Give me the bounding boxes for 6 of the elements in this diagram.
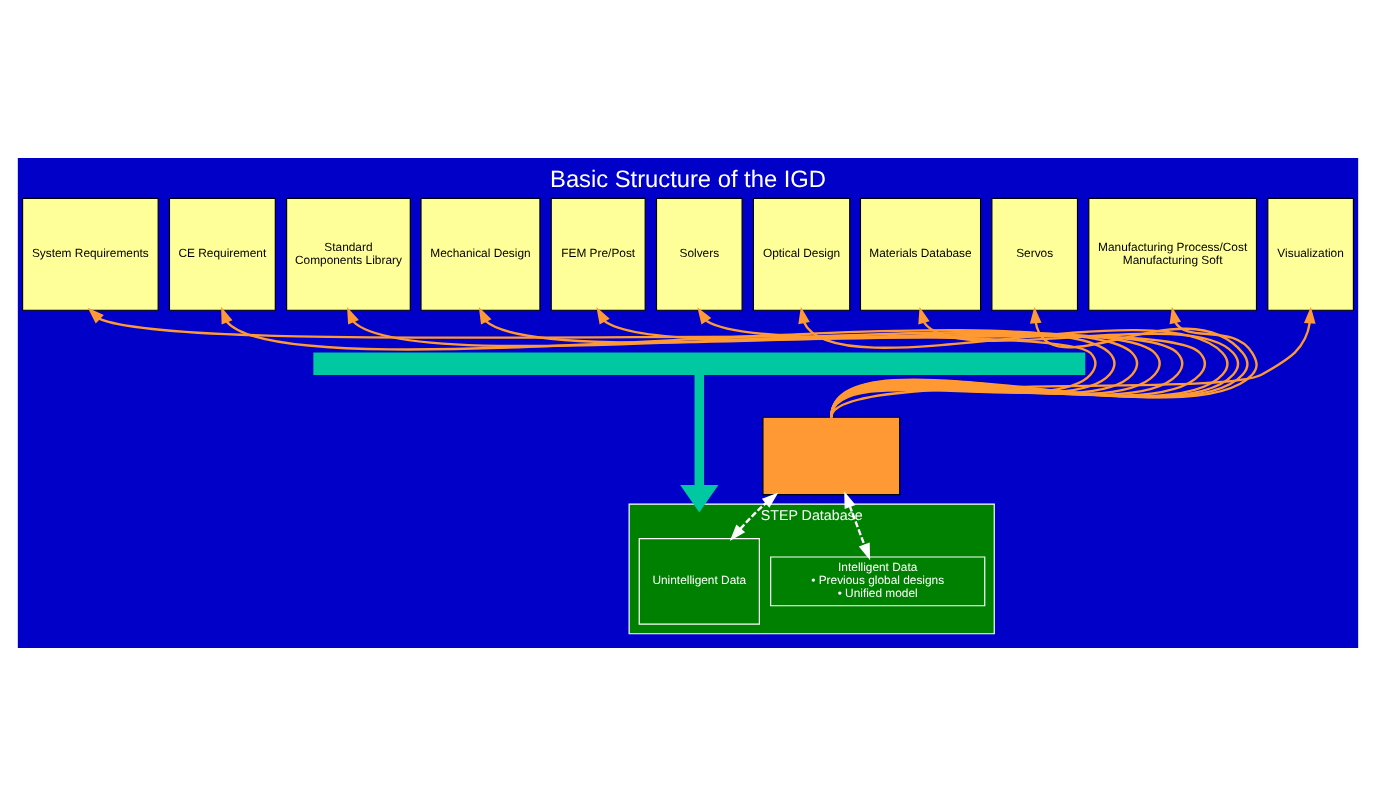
arrow bbox=[844, 490, 871, 560]
node-box bbox=[762, 415, 901, 495]
node-bar bbox=[313, 351, 1086, 375]
arrow bbox=[729, 491, 779, 540]
diagram-title: Basic Structure of the IGD bbox=[550, 163, 826, 192]
arrow bbox=[680, 373, 719, 512]
